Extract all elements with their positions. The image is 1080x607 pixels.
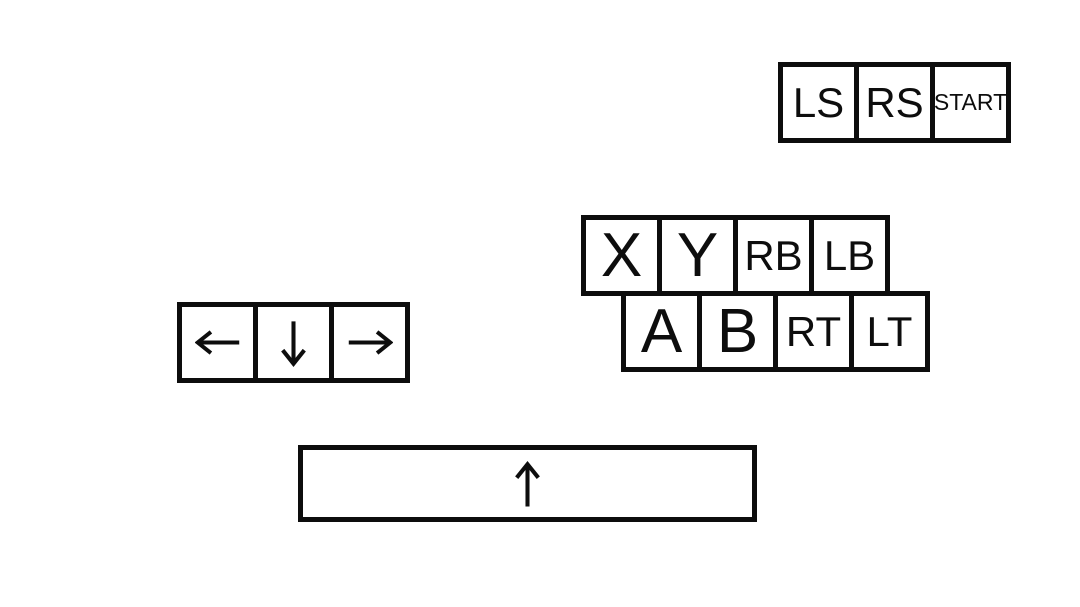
arrow-up-icon <box>515 460 540 506</box>
arrow-keys-row <box>177 302 410 383</box>
key-arrow-left <box>177 302 258 383</box>
key-y: Y <box>657 215 738 296</box>
system-keys-row: LS RS START <box>778 62 1011 143</box>
key-lb: LB <box>809 215 890 296</box>
key-x-label: X <box>600 220 643 290</box>
key-rt-label: RT <box>785 307 842 355</box>
arrow-left-icon <box>194 330 239 355</box>
key-start-label: START <box>933 89 1008 115</box>
key-rt: RT <box>773 291 854 372</box>
key-ls-label: LS <box>792 78 845 126</box>
key-x: X <box>581 215 662 296</box>
face-buttons-top-row: X Y RB LB <box>581 215 890 296</box>
key-lb-label: LB <box>823 231 876 279</box>
key-rb: RB <box>733 215 814 296</box>
face-buttons-bottom-row: A B RT LT <box>621 291 930 372</box>
key-start: START <box>930 62 1011 143</box>
key-ls: LS <box>778 62 859 143</box>
key-rs: RS <box>854 62 935 143</box>
arrow-right-icon <box>348 330 393 355</box>
key-b: B <box>697 291 778 372</box>
key-b-label: B <box>716 296 759 366</box>
key-a: A <box>621 291 702 372</box>
key-lt: LT <box>849 291 930 372</box>
key-lt-label: LT <box>866 307 913 355</box>
key-arrow-down <box>253 302 334 383</box>
key-spacebar <box>298 445 757 522</box>
key-a-label: A <box>640 296 683 366</box>
key-rs-label: RS <box>865 78 924 126</box>
arrow-down-icon <box>281 320 306 367</box>
key-arrow-right <box>329 302 410 383</box>
key-y-label: Y <box>676 220 719 290</box>
key-rb-label: RB <box>744 231 803 279</box>
